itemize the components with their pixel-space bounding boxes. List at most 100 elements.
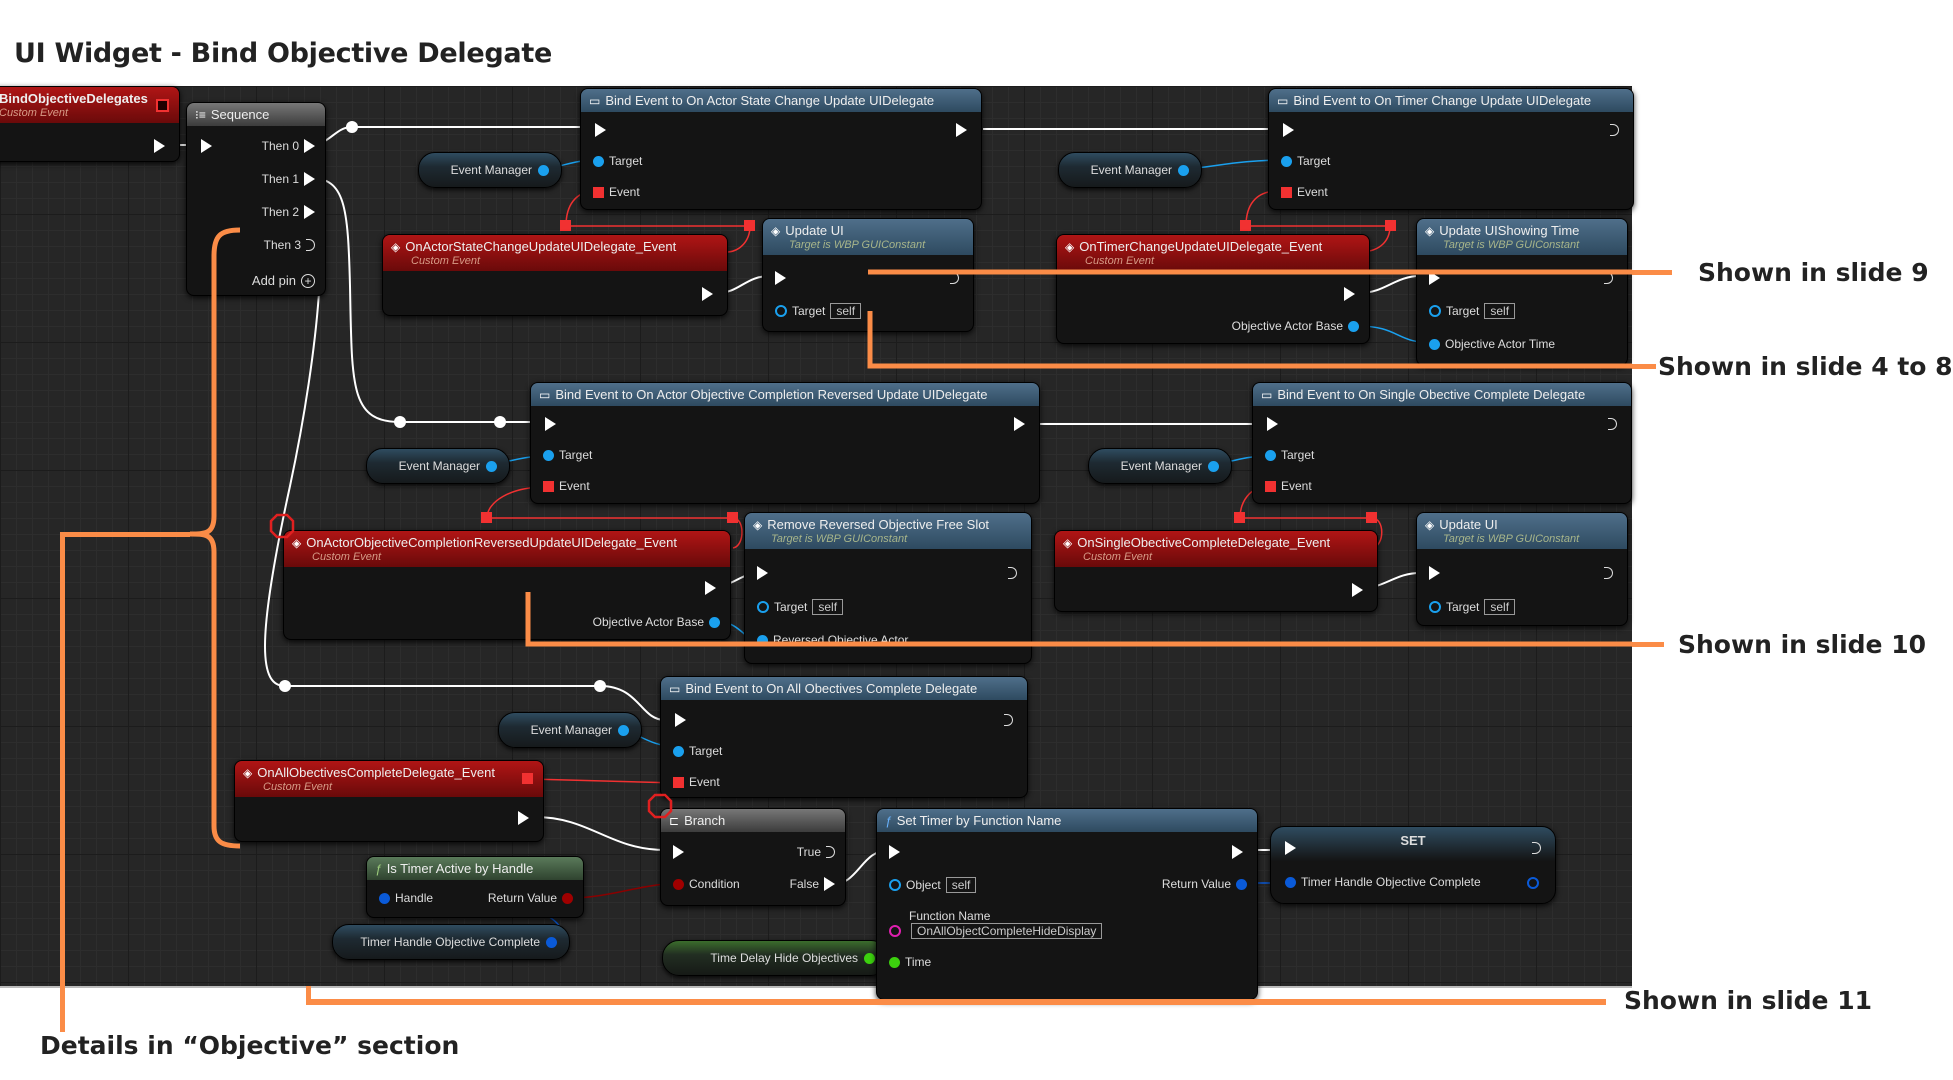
node-on-actor-state-change-event[interactable]: ◈OnActorStateChangeUpdateUIDelegate_Even…: [382, 234, 728, 316]
timer-handle-variable[interactable]: Timer Handle Objective Complete: [332, 924, 570, 960]
exec-out-pin[interactable]: [1604, 567, 1613, 579]
false-pin[interactable]: False: [790, 877, 835, 891]
exec-out-pin[interactable]: [1532, 842, 1541, 854]
return-value-pin[interactable]: Return Value: [1162, 877, 1247, 891]
node-set-variable[interactable]: SET Timer Handle Objective Complete: [1270, 826, 1556, 904]
then-0-pin[interactable]: Then 0: [262, 139, 315, 153]
node-on-completion-reversed-event[interactable]: ◈OnActorObjectiveCompletionReversedUpdat…: [283, 530, 731, 640]
exec-in-pin[interactable]: [1283, 123, 1294, 137]
branch-icon: ⊏: [669, 814, 680, 828]
event-manager-variable[interactable]: Event Manager: [1058, 152, 1202, 188]
exec-in-pin[interactable]: [595, 123, 606, 137]
node-bind-all-complete[interactable]: ▭Bind Event to On All Obectives Complete…: [660, 676, 1028, 798]
handle-pin[interactable]: Handle: [379, 891, 433, 905]
return-value-pin[interactable]: Return Value: [488, 891, 573, 905]
exec-out-pin[interactable]: [1344, 287, 1355, 301]
exec-out-pin[interactable]: [1008, 567, 1017, 579]
condition-pin[interactable]: Condition: [673, 877, 740, 891]
target-pin[interactable]: Target: [593, 154, 642, 168]
exec-out-pin[interactable]: [950, 272, 959, 284]
target-pin[interactable]: Target: [673, 744, 722, 758]
event-pin[interactable]: Event: [1265, 479, 1312, 493]
objective-actor-base-pin[interactable]: Objective Actor Base: [1232, 319, 1359, 333]
event-diamond-icon: ◈: [1063, 536, 1073, 550]
event-pin[interactable]: Event: [593, 185, 640, 199]
node-bind-single-complete[interactable]: ▭Bind Event to On Single Obective Comple…: [1252, 382, 1632, 504]
time-delay-variable[interactable]: Time Delay Hide Objectives: [662, 940, 888, 976]
target-pin[interactable]: Target: [543, 448, 592, 462]
event-manager-variable[interactable]: Event Manager: [418, 152, 562, 188]
exec-wire: [309, 126, 585, 146]
exec-in-pin[interactable]: [545, 417, 556, 431]
timer-handle-out-pin[interactable]: [1527, 877, 1539, 889]
exec-out-pin[interactable]: [1610, 124, 1619, 136]
node-bind-completion-reversed[interactable]: ▭Bind Event to On Actor Objective Comple…: [530, 382, 1040, 504]
node-title: Bind Event to On Actor State Change Upda…: [605, 93, 935, 108]
node-branch[interactable]: ⊏Branch True Condition False: [660, 808, 846, 906]
exec-in-pin[interactable]: [757, 566, 768, 580]
then-2-pin[interactable]: Then 2: [262, 205, 315, 219]
exec-out-pin[interactable]: [518, 811, 529, 825]
exec-out-pin[interactable]: [1004, 714, 1013, 726]
exec-out-pin[interactable]: [1608, 418, 1617, 430]
exec-out-pin[interactable]: [1604, 272, 1613, 284]
exec-out-pin[interactable]: [154, 139, 165, 153]
exec-in-pin[interactable]: [1267, 417, 1278, 431]
node-bind-timer-change[interactable]: ▭Bind Event to On Timer Change Update UI…: [1268, 88, 1634, 210]
objective-actor-time-pin[interactable]: Objective Actor Time: [1429, 337, 1555, 351]
node-sequence[interactable]: ⁝≡Sequence Then 0 Then 1 Then 2 Then 3 A…: [186, 102, 326, 296]
event-manager-variable[interactable]: Event Manager: [366, 448, 510, 484]
exec-in-pin[interactable]: [775, 271, 786, 285]
exec-out-pin[interactable]: [1014, 417, 1025, 431]
event-pin[interactable]: Event: [1281, 185, 1328, 199]
exec-out-pin[interactable]: [705, 581, 716, 595]
timer-handle-pin[interactable]: Timer Handle Objective Complete: [1285, 875, 1481, 889]
target-pin[interactable]: Target: [1281, 154, 1330, 168]
exec-out-pin[interactable]: [956, 123, 967, 137]
node-bind-actor-state-change[interactable]: ▭Bind Event to On Actor State Change Upd…: [580, 88, 982, 210]
exec-out-pin[interactable]: [702, 287, 713, 301]
exec-out-pin[interactable]: [1232, 845, 1243, 859]
true-pin[interactable]: True: [797, 845, 835, 859]
event-manager-variable[interactable]: Event Manager: [498, 712, 642, 748]
function-name-input[interactable]: OnAllObjectCompleteHideDisplay: [911, 923, 1103, 939]
time-pin[interactable]: Time: [889, 955, 931, 969]
exec-in-pin[interactable]: [673, 845, 684, 859]
objective-actor-base-pin[interactable]: Objective Actor Base: [593, 615, 720, 629]
exec-in-pin[interactable]: [1429, 566, 1440, 580]
then-3-pin[interactable]: Then 3: [264, 238, 315, 252]
event-pin[interactable]: Event: [543, 479, 590, 493]
target-pin[interactable]: Target: [1265, 448, 1314, 462]
exec-in-pin[interactable]: [1285, 841, 1296, 855]
exec-in-pin[interactable]: [201, 139, 212, 153]
exec-in-pin[interactable]: [675, 713, 686, 727]
exec-in-pin[interactable]: [1429, 271, 1440, 285]
event-manager-variable[interactable]: Event Manager: [1088, 448, 1232, 484]
reversed-objective-actor-pin[interactable]: Reversed Objective Actor: [757, 633, 908, 647]
delegate-pin[interactable]: [522, 773, 533, 784]
event-pin[interactable]: Event: [673, 775, 720, 789]
then-1-pin[interactable]: Then 1: [262, 172, 315, 186]
add-pin-button[interactable]: Add pin+: [252, 273, 315, 288]
exec-in-pin[interactable]: [889, 845, 900, 859]
page-title: UI Widget - Bind Objective Delegate: [14, 38, 552, 69]
delegate-pin[interactable]: [156, 99, 169, 112]
exec-out-pin[interactable]: [1352, 583, 1363, 597]
function-name-pin[interactable]: [889, 925, 901, 937]
